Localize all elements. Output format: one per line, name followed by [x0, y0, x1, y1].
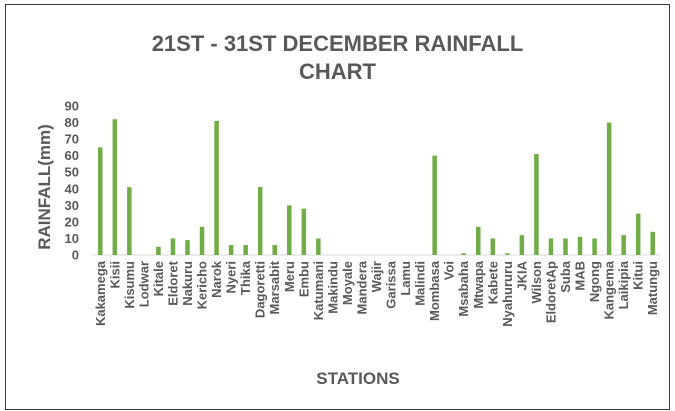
x-tick-label: Marsabit [267, 260, 282, 314]
bar [461, 253, 466, 255]
x-tick-label: Kitale [151, 261, 166, 296]
x-tick-label: Kitui [631, 261, 646, 290]
x-tick-label: Wilson [529, 261, 544, 304]
y-tick-label: 40 [65, 181, 79, 196]
x-tick-label: Moyale [340, 261, 355, 305]
y-tick-label: 80 [65, 115, 79, 130]
x-tick-label: Embu [296, 261, 311, 297]
x-tick-label: Lodwar [136, 261, 151, 307]
x-tick-label: Malindi [413, 261, 428, 306]
x-tick-label: Mombasa [427, 260, 442, 321]
bar [156, 246, 161, 255]
bar [185, 240, 190, 255]
bar [548, 238, 554, 255]
x-tick-label: Thika [238, 260, 253, 295]
chart-title-line-1: 21ST - 31ST DECEMBER RAINFALL [151, 31, 524, 56]
x-tick-label: Wajir [369, 261, 384, 292]
bar [476, 226, 481, 255]
x-tick-label: Katumani [311, 261, 326, 320]
bar [505, 253, 510, 255]
x-tick-label: Dagoretti [253, 261, 268, 318]
bar [316, 238, 321, 255]
y-tick-label: 20 [65, 214, 79, 229]
y-tick-label: 50 [65, 165, 79, 180]
bar [243, 245, 248, 255]
x-axis-label: STATIONS [316, 369, 399, 388]
bar [577, 236, 583, 255]
x-tick-label: Nakuru [180, 261, 195, 306]
x-tick-label: JKIA [514, 260, 529, 290]
bar [272, 245, 277, 255]
bar [490, 238, 496, 255]
x-tick-label: Eldoret [165, 260, 180, 305]
x-tick-label: Makindu [325, 261, 340, 314]
x-tick-label: Suba [558, 260, 573, 293]
bar [228, 245, 234, 255]
y-axis-label: RAINFALL(mm) [35, 124, 54, 250]
x-tick-label: Kangema [602, 260, 617, 319]
y-tick-label: 10 [65, 231, 79, 246]
bar [199, 226, 205, 255]
x-tick-label: EldoretAp [543, 261, 558, 323]
x-tick-label: Voi [442, 261, 457, 280]
bar [170, 238, 176, 255]
x-tick-label: Matungu [645, 261, 660, 315]
bar [519, 235, 525, 255]
y-tick-label: 90 [65, 99, 79, 114]
bar [606, 122, 612, 255]
x-tick-label: Garissa [384, 260, 399, 308]
bar [112, 119, 118, 255]
bar [563, 238, 568, 255]
x-tick-label: Kisumu [122, 261, 137, 309]
x-tick-label: Kakamega [93, 260, 108, 326]
x-tick-label: Mtwapa [471, 260, 486, 308]
bar [621, 235, 626, 255]
bar [635, 213, 641, 255]
x-tick-label: Mandera [354, 260, 369, 314]
y-tick-label: 70 [65, 132, 79, 147]
bar [650, 231, 655, 255]
x-tick-label: MAB [573, 261, 588, 291]
x-tick-label: Lamu [398, 261, 413, 296]
bar [592, 238, 597, 255]
bar [214, 120, 219, 256]
x-tick-label: Msabaha [456, 260, 471, 316]
bar [287, 205, 292, 255]
x-tick-label: Narok [209, 260, 224, 298]
bar [257, 187, 263, 255]
x-tick-label: Nyeri [224, 261, 239, 294]
x-tick-label: Kisii [107, 261, 122, 288]
x-tick-label: Ngong [587, 261, 602, 302]
bar [98, 147, 103, 255]
x-tick-label: Laikipia [616, 260, 631, 309]
bar [127, 187, 132, 255]
bar [432, 155, 437, 255]
x-tick-label: Meru [282, 261, 297, 292]
bar [301, 208, 307, 255]
bar [534, 154, 539, 255]
x-tick-label: Nyahururu [500, 261, 515, 327]
y-tick-label: 60 [65, 148, 79, 163]
chart-title-line-2: CHART [299, 59, 376, 84]
x-tick-label: Kericho [195, 261, 210, 309]
y-tick-label: 30 [65, 198, 79, 213]
x-tick-label: Kabete [485, 261, 500, 304]
bar-series [98, 119, 655, 256]
y-tick-label: 0 [72, 248, 79, 263]
